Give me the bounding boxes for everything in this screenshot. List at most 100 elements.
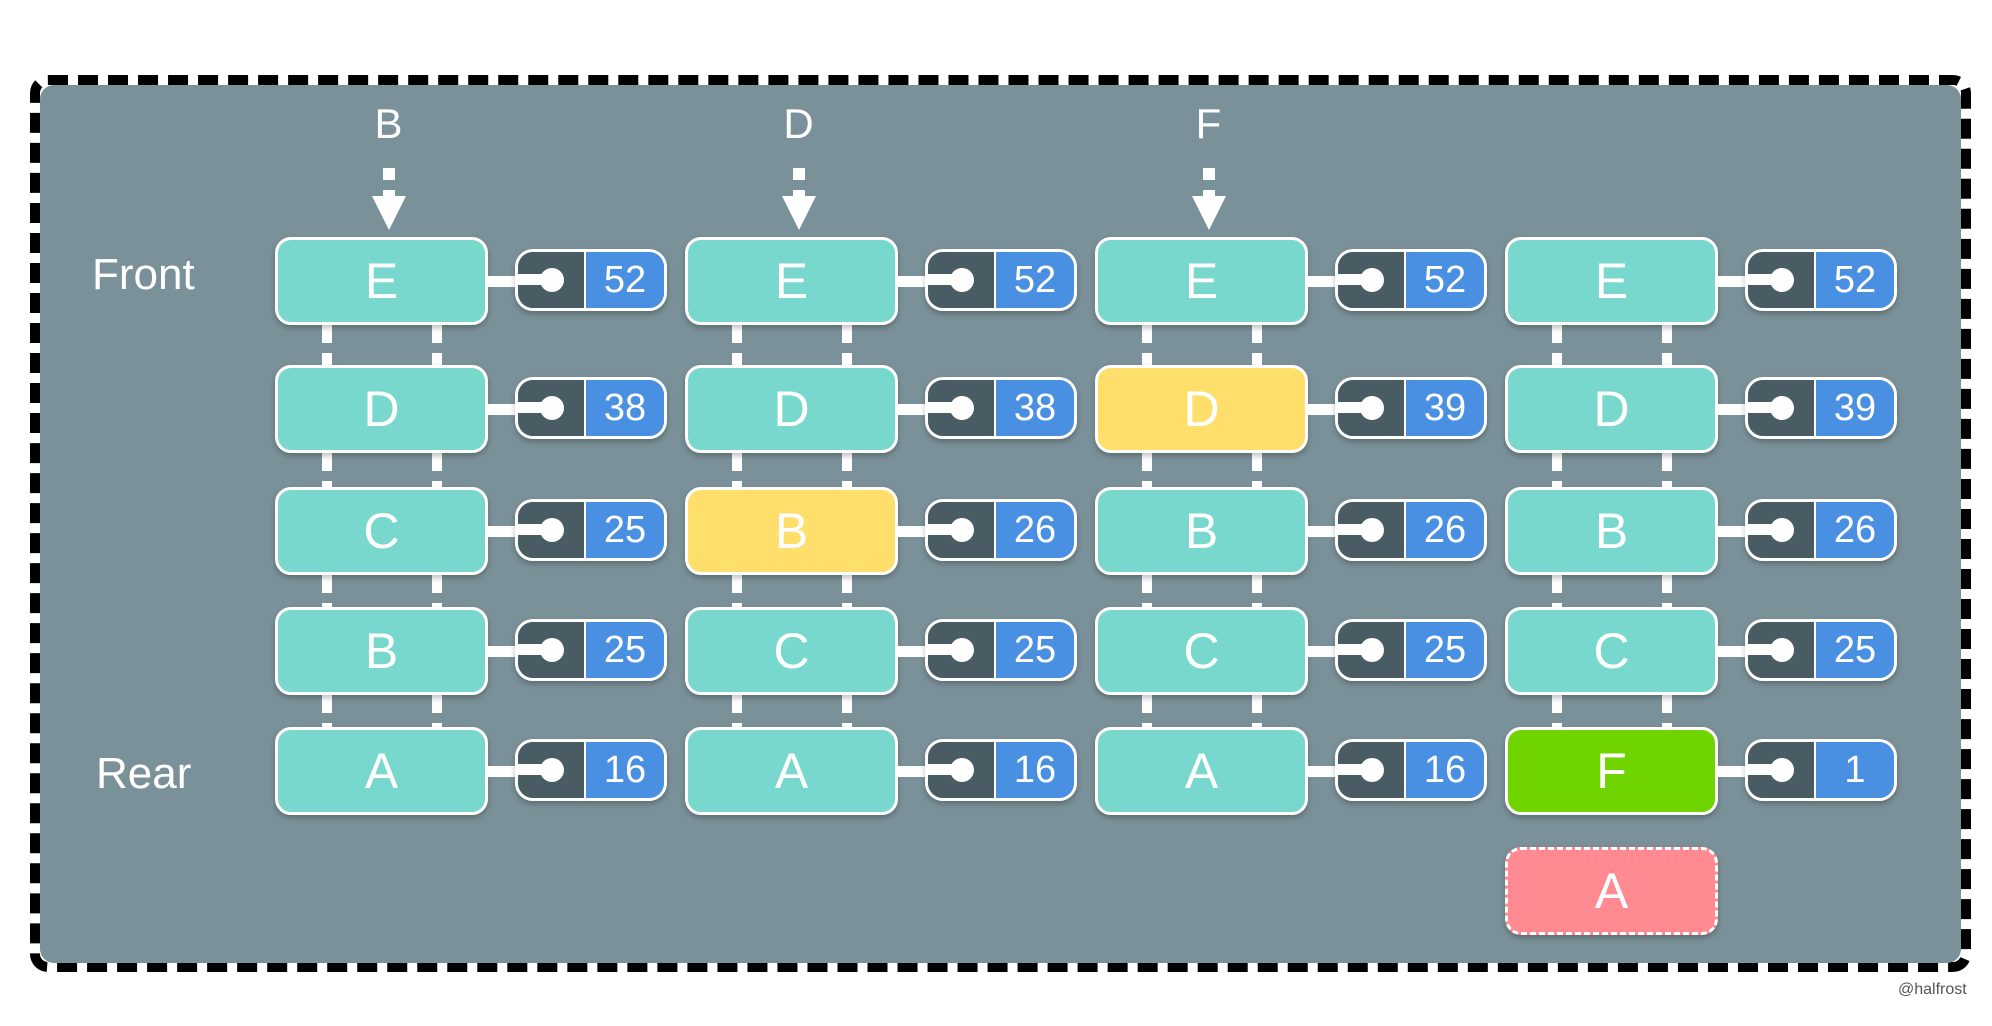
node-key: C (773, 623, 810, 679)
pointer-connector (1306, 276, 1338, 287)
cache-node[interactable]: B (685, 487, 898, 575)
pointer-connector (486, 276, 518, 287)
cache-node[interactable]: B (275, 607, 488, 695)
pointer-line (928, 764, 958, 775)
frequency-value: 25 (586, 502, 664, 558)
cache-node[interactable]: D (1505, 365, 1718, 453)
pointer-line (518, 764, 548, 775)
link-connector (1142, 323, 1152, 367)
cache-node[interactable]: D (685, 365, 898, 453)
link-connector (1662, 323, 1672, 367)
link-connector (432, 451, 442, 489)
access-label: D (783, 100, 814, 147)
frequency-counter: 25 (925, 619, 1077, 681)
pointer-connector (1716, 404, 1748, 415)
cache-node[interactable]: B (1095, 487, 1308, 575)
frequency-value: 25 (1406, 622, 1484, 678)
pointer-cell (928, 622, 996, 678)
pointer-dot-icon (1770, 268, 1794, 292)
pointer-dot-icon (1360, 758, 1384, 782)
frequency-counter: 25 (1745, 619, 1897, 681)
frequency-value: 39 (1816, 380, 1894, 436)
pointer-connector (1716, 526, 1748, 537)
node-key: E (1594, 253, 1629, 309)
cache-node[interactable]: E (275, 237, 488, 325)
frequency-counter: 25 (1335, 619, 1487, 681)
cache-node[interactable]: E (1505, 237, 1718, 325)
cache-node[interactable]: C (1505, 607, 1718, 695)
cache-node[interactable]: D (275, 365, 488, 453)
pointer-cell (518, 502, 586, 558)
pointer-line (1748, 524, 1778, 535)
node-key: C (1183, 623, 1220, 679)
link-connector (1252, 323, 1262, 367)
pointer-cell (928, 252, 996, 308)
link-connector (1252, 573, 1262, 609)
pointer-connector (1306, 646, 1338, 657)
pointer-line (1338, 402, 1368, 413)
pointer-cell (928, 502, 996, 558)
pointer-dot-icon (950, 396, 974, 420)
cache-node[interactable]: E (685, 237, 898, 325)
rear-label: Rear (96, 749, 192, 798)
frequency-counter: 39 (1745, 377, 1897, 439)
link-connector (322, 693, 332, 729)
frequency-value: 52 (1816, 252, 1894, 308)
frequency-value: 16 (586, 742, 664, 798)
pointer-line (1748, 764, 1778, 775)
node-key: C (363, 503, 400, 559)
pointer-connector (896, 404, 928, 415)
node-key: B (364, 623, 399, 679)
pointer-line (1748, 402, 1778, 413)
link-connector (1142, 573, 1152, 609)
pointer-line (518, 402, 548, 413)
pointer-connector (1716, 276, 1748, 287)
cache-node[interactable]: D (1095, 365, 1308, 453)
node-key: A (1184, 743, 1219, 799)
node-key: A (364, 743, 399, 799)
node-key: C (1593, 623, 1630, 679)
pointer-dot-icon (1360, 638, 1384, 662)
frequency-counter: 26 (1745, 499, 1897, 561)
link-connector (1252, 451, 1262, 489)
pointer-connector (1306, 526, 1338, 537)
link-connector (842, 573, 852, 609)
frequency-value: 26 (1406, 502, 1484, 558)
link-connector (432, 693, 442, 729)
link-connector (1662, 573, 1672, 609)
cache-node[interactable]: A (275, 727, 488, 815)
cache-node[interactable]: A (1095, 727, 1308, 815)
link-connector (732, 323, 742, 367)
frequency-counter: 26 (925, 499, 1077, 561)
pointer-line (928, 644, 958, 655)
pointer-line (1338, 764, 1368, 775)
cache-node[interactable]: C (1095, 607, 1308, 695)
cache-node[interactable]: C (685, 607, 898, 695)
pointer-line (518, 524, 548, 535)
frequency-counter: 16 (515, 739, 667, 801)
frequency-counter: 25 (515, 499, 667, 561)
frequency-counter: 1 (1745, 739, 1897, 801)
pointer-dot-icon (540, 518, 564, 542)
pointer-cell (518, 622, 586, 678)
frequency-counter: 38 (515, 377, 667, 439)
node-key: A (1594, 863, 1629, 919)
pointer-connector (486, 526, 518, 537)
pointer-line (928, 402, 958, 413)
link-connector (1142, 451, 1152, 489)
evicted-node: A (1505, 847, 1718, 935)
cache-node[interactable]: B (1505, 487, 1718, 575)
pointer-connector (1306, 404, 1338, 415)
cache-node[interactable]: A (685, 727, 898, 815)
cache-node[interactable]: F (1505, 727, 1718, 815)
pointer-dot-icon (950, 638, 974, 662)
cache-node[interactable]: E (1095, 237, 1308, 325)
node-key: F (1596, 743, 1627, 799)
pointer-line (1338, 524, 1368, 535)
cache-node[interactable]: C (275, 487, 488, 575)
pointer-connector (896, 646, 928, 657)
down-arrow-icon (781, 168, 816, 230)
frame-border (30, 75, 1971, 972)
link-connector (842, 451, 852, 489)
access-label: F (1195, 100, 1222, 147)
